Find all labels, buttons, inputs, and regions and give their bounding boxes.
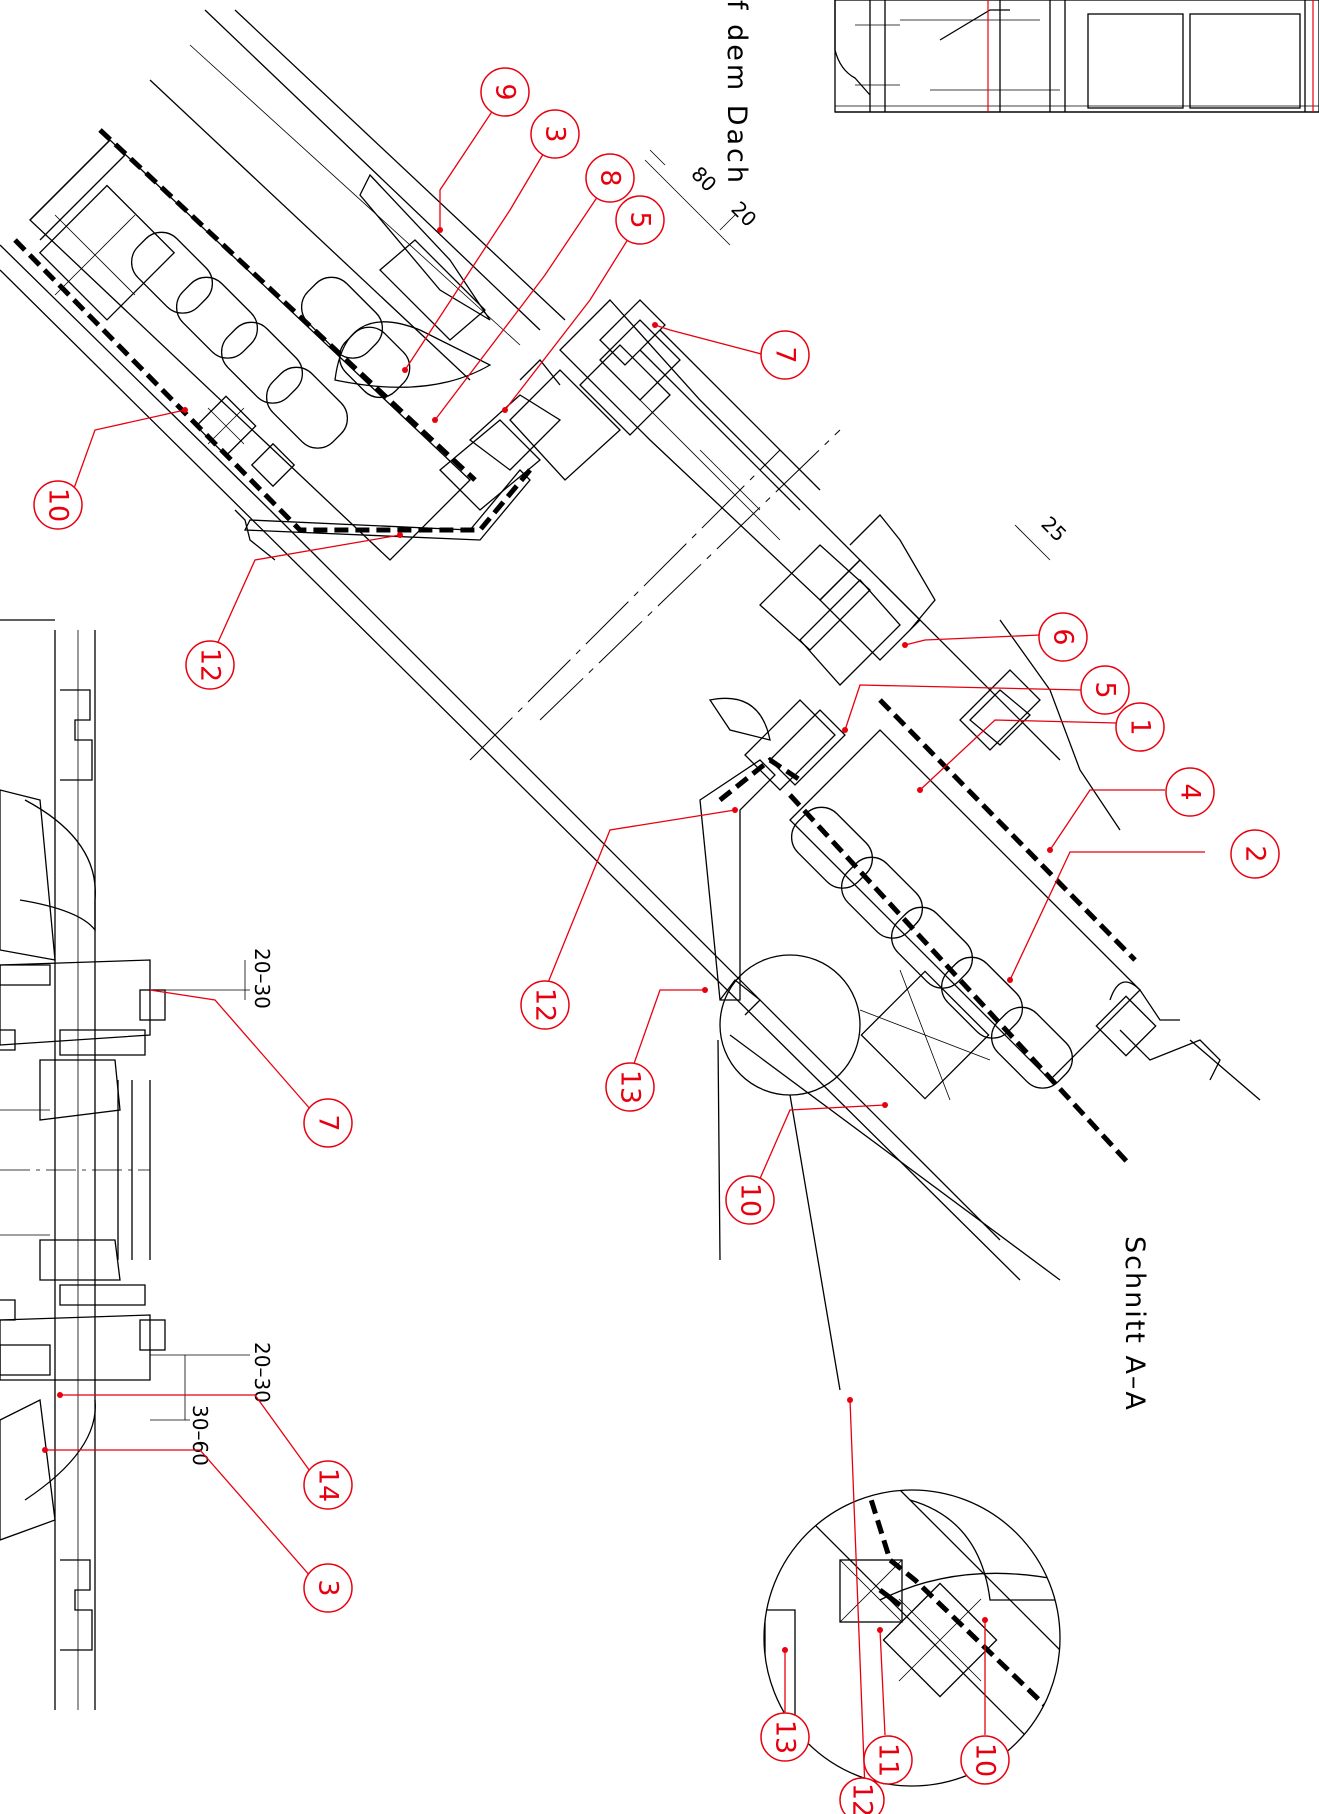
dim-20-30-lower: 20–30: [250, 1342, 274, 1403]
dim-80: 80: [686, 162, 721, 197]
roof-insulation-upper: [29, 139, 471, 561]
svg-text:13: 13: [615, 1070, 646, 1104]
callout-9: 9: [480, 67, 530, 117]
callout-13-mid: 13: [605, 1062, 655, 1112]
callout-12-mid: 12: [520, 980, 570, 1030]
svg-text:13: 13: [770, 1720, 801, 1754]
svg-text:8: 8: [595, 169, 626, 186]
callout-4: 4: [1165, 767, 1215, 817]
roof-insulation-lower: [789, 619, 1261, 1101]
callout-10-left: 10: [33, 480, 83, 530]
callout-5-mid: 5: [1080, 665, 1130, 715]
top-right-elevation: f dem Dach: [721, 0, 1319, 186]
fragment-text: f dem Dach: [721, 0, 752, 186]
callout-10-mid: 10: [725, 1175, 775, 1225]
svg-text:6: 6: [1048, 628, 1079, 645]
callout-5-top: 5: [615, 195, 665, 245]
callout-3-top: 3: [530, 109, 580, 159]
callout-1: 1: [1115, 702, 1165, 752]
svg-text:4: 4: [1175, 783, 1206, 800]
batten-block: [334, 173, 561, 388]
callout-8: 8: [585, 153, 635, 203]
callout-7-top: 7: [760, 330, 810, 380]
svg-text:7: 7: [770, 346, 801, 363]
section-caption: Schnitt A–A: [1119, 1236, 1150, 1412]
callout-10-detail: 10: [960, 1735, 1010, 1785]
callout-7-left: 7: [303, 1098, 353, 1148]
svg-text:3: 3: [540, 125, 571, 142]
dim-25: 25: [1036, 512, 1071, 547]
callout-11-detail: 11: [863, 1735, 913, 1785]
callout-14: 14: [303, 1460, 353, 1510]
svg-text:11: 11: [873, 1743, 904, 1777]
svg-text:2: 2: [1240, 845, 1271, 862]
svg-text:5: 5: [1090, 681, 1121, 698]
callout-12-top: 12: [185, 640, 235, 690]
dim-30-60: 30–60: [188, 1405, 212, 1466]
left-plan-view: 20–30 20–30 30–60: [0, 619, 274, 1710]
svg-text:9: 9: [490, 83, 521, 100]
callout-6: 6: [1038, 612, 1088, 662]
svg-text:10: 10: [735, 1183, 766, 1217]
main-section: 80 20 25: [0, 9, 1261, 1391]
detail-marker-circle: [719, 954, 861, 1096]
dim-20: 20: [726, 197, 761, 232]
dim-20-30-upper: 20–30: [250, 948, 274, 1009]
svg-text:3: 3: [313, 1579, 344, 1596]
callouts: 9 3 8 5 7 10 12 6 5 1 4 2 12 13 10 7 14 …: [33, 67, 1280, 1814]
svg-text:10: 10: [970, 1743, 1001, 1777]
svg-text:10: 10: [43, 488, 74, 522]
middle-sash: [708, 514, 1061, 791]
svg-text:12: 12: [847, 1783, 878, 1814]
svg-text:1: 1: [1125, 718, 1156, 735]
svg-text:12: 12: [195, 648, 226, 682]
callout-3-left: 3: [303, 1563, 353, 1613]
callout-13-detail: 13: [760, 1712, 810, 1762]
svg-text:7: 7: [313, 1114, 344, 1131]
callout-12-detail: 12: [839, 1777, 885, 1814]
svg-text:14: 14: [313, 1468, 344, 1502]
callout-2: 2: [1230, 829, 1280, 879]
svg-text:5: 5: [625, 211, 656, 228]
svg-text:12: 12: [530, 988, 561, 1022]
